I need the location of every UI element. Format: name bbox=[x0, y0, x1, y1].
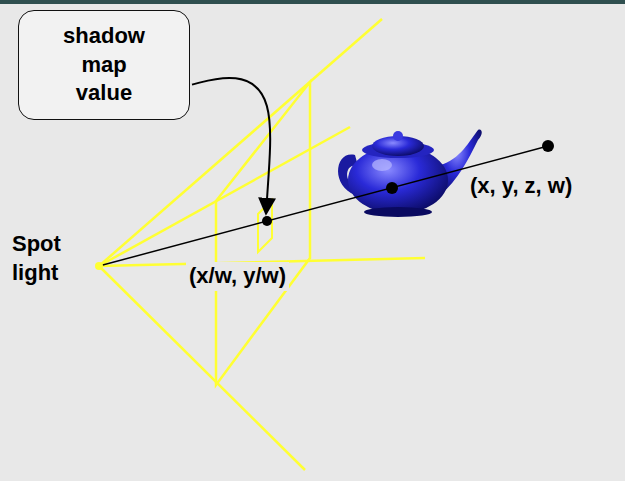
top-bar bbox=[0, 0, 625, 4]
teapot-illustration bbox=[338, 130, 482, 217]
callout-text: shadow map value bbox=[58, 22, 150, 108]
coordinate-label: (x/w, y/w) bbox=[186, 262, 289, 291]
light-label: Spot light bbox=[12, 230, 82, 287]
callout-box: shadow map value bbox=[18, 10, 190, 120]
projection-ray bbox=[95, 140, 554, 270]
callout-arrow bbox=[192, 78, 270, 214]
coordinate-label: (x, y, z, w) bbox=[470, 172, 572, 201]
